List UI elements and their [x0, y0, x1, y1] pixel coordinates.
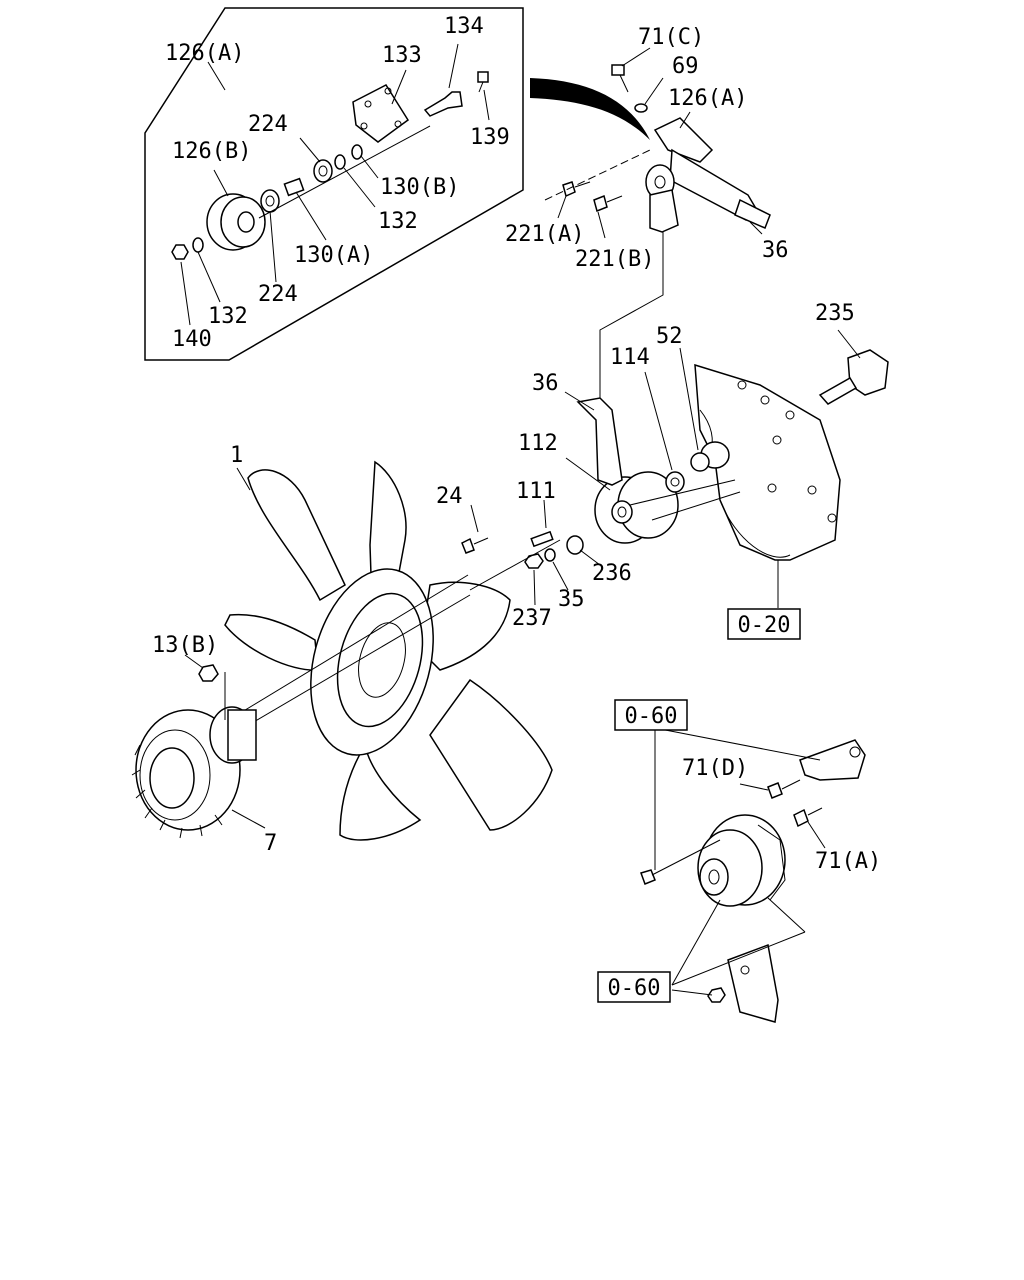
label-221b: 221(B) [575, 247, 654, 272]
nut-237[interactable] [524, 553, 544, 569]
alternator-leaders [651, 727, 826, 996]
bracket-axis [544, 149, 651, 201]
stud-111[interactable] [530, 530, 554, 548]
label-224-top: 224 [248, 112, 288, 137]
label-134: 134 [444, 14, 484, 39]
bracket-plate-133[interactable] [352, 84, 410, 143]
washer-130b[interactable] [351, 144, 363, 160]
alternator-bracket-lower[interactable] [727, 943, 779, 1023]
pulley-112[interactable] [594, 471, 679, 544]
label-235: 235 [815, 301, 855, 326]
nut-140[interactable] [171, 244, 189, 260]
bolt-71a[interactable] [793, 807, 823, 828]
label-126a-right: 126(A) [668, 86, 747, 111]
label-132-bottom: 132 [208, 304, 248, 329]
label-69: 69 [672, 54, 699, 79]
ref-box-0-60-top[interactable]: 0-60 [614, 699, 688, 731]
label-111: 111 [516, 479, 556, 504]
label-71a: 71(A) [815, 849, 881, 874]
tension-bolt-134[interactable] [423, 91, 463, 117]
bracket-connector [599, 232, 664, 420]
label-126b: 126(B) [172, 139, 251, 164]
label-133: 133 [382, 43, 422, 68]
label-1: 1 [230, 443, 243, 468]
spacer-130a[interactable] [283, 177, 305, 197]
kit-label-leader [207, 61, 226, 91]
washer-114[interactable] [665, 471, 685, 493]
bolt-71d[interactable] [767, 779, 801, 799]
fan-blades-1[interactable] [224, 460, 553, 841]
fan-hub-ring [310, 568, 434, 756]
bolt-alt-pivot[interactable] [640, 869, 656, 885]
callout-labels: 126(A) 134 133 224 126(B) 139 130(B) 132… [152, 14, 881, 874]
ref-box-0-20[interactable]: 0-20 [727, 608, 801, 640]
label-126a-kit: 126(A) [165, 41, 244, 66]
spacer-236[interactable] [566, 535, 584, 555]
alternator-brace-upper[interactable] [799, 739, 866, 781]
bolt-221b[interactable] [593, 194, 623, 213]
alternator[interactable] [697, 814, 786, 907]
label-13b: 13(B) [152, 633, 218, 658]
label-71c: 71(C) [638, 25, 704, 50]
label-36-left: 36 [532, 371, 559, 396]
washer-35[interactable] [544, 548, 556, 562]
tensioner-bracket-126a[interactable] [645, 117, 771, 233]
label-114: 114 [610, 345, 650, 370]
pulley-kit-box [144, 7, 524, 361]
label-35: 35 [558, 587, 585, 612]
label-224-bottom: 224 [258, 282, 298, 307]
bolt-139[interactable] [477, 71, 489, 93]
kit-outline [144, 7, 524, 361]
label-52: 52 [656, 324, 683, 349]
label-236: 236 [592, 561, 632, 586]
pump-axis [629, 479, 741, 521]
label-221a: 221(A) [505, 222, 584, 247]
label-130a: 130(A) [294, 243, 373, 268]
label-132-mid: 132 [378, 209, 418, 234]
label-140: 140 [172, 327, 212, 352]
bolt-71c[interactable] [611, 64, 629, 93]
idler-52[interactable] [690, 441, 730, 472]
label-71d: 71(D) [682, 756, 748, 781]
label-139: 139 [470, 125, 510, 150]
washer-69[interactable] [634, 103, 648, 113]
reference-arrow [530, 78, 650, 140]
label-130b: 130(B) [380, 175, 459, 200]
fan-axis [231, 539, 561, 731]
nut-13b[interactable] [198, 664, 219, 682]
water-pump-shaft-235[interactable] [818, 349, 889, 405]
label-7: 7 [264, 831, 277, 856]
kit-leaders [180, 43, 490, 326]
label-112: 112 [518, 431, 558, 456]
ref-0-20-label: 0-20 [738, 613, 791, 638]
ref-0-60-top-label: 0-60 [625, 704, 678, 729]
bearing-224-upper[interactable] [313, 159, 333, 183]
washer-132-mid[interactable] [334, 154, 346, 170]
fan-leaders [184, 467, 266, 829]
bracket-leaders [557, 47, 763, 239]
kit-axis-line [258, 125, 431, 219]
washer-132-low[interactable] [192, 237, 204, 253]
bolt-24[interactable] [461, 537, 489, 554]
nut-alt-lower[interactable] [707, 987, 726, 1003]
ref-box-0-60-bottom[interactable]: 0-60 [597, 971, 671, 1003]
label-237: 237 [512, 606, 552, 631]
label-36-right: 36 [762, 238, 789, 263]
fan-clutch-7[interactable] [131, 706, 257, 839]
pump-leaders [470, 329, 861, 608]
ref-0-60-bottom-label: 0-60 [608, 976, 661, 1001]
bracket-36-left[interactable] [576, 397, 623, 486]
idler-pulley-126b[interactable] [206, 193, 266, 251]
label-24: 24 [436, 484, 463, 509]
